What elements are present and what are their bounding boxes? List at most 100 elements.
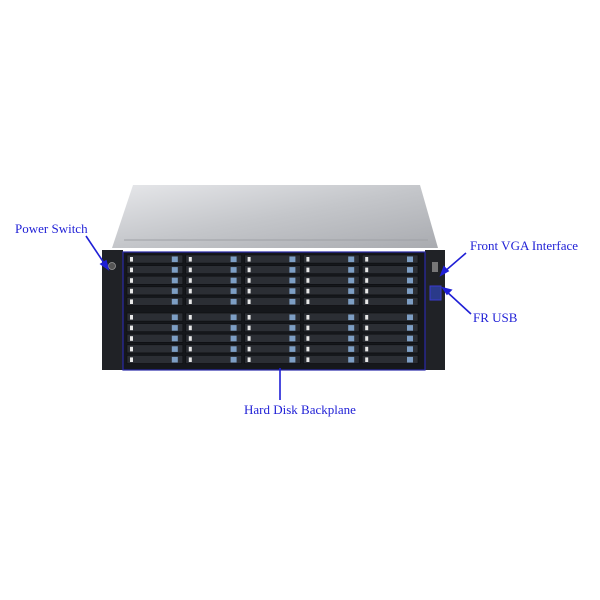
drive-tray [303, 297, 360, 306]
usb-ports[interactable] [429, 285, 442, 301]
drive-latch-icon [230, 314, 237, 321]
drive-latch-icon [230, 335, 237, 342]
drive-bay[interactable] [185, 286, 242, 296]
drive-label-icon [306, 299, 310, 304]
drive-label-icon [130, 357, 133, 362]
drive-bay[interactable] [126, 297, 184, 306]
drive-bay[interactable] [244, 286, 301, 296]
drive-bay[interactable] [126, 344, 184, 354]
drive-latch-icon [348, 356, 355, 363]
drive-tray [185, 355, 242, 364]
drive-bay[interactable] [361, 333, 419, 343]
drive-bay[interactable] [303, 312, 360, 322]
drive-bay[interactable] [303, 355, 360, 364]
drive-latch-icon [171, 356, 178, 363]
drive-latch-icon [171, 335, 178, 342]
drive-bay[interactable] [361, 265, 419, 275]
drive-latch-icon [171, 256, 178, 263]
drive-bay[interactable] [185, 312, 242, 322]
drive-bay[interactable] [303, 286, 360, 296]
drive-bay[interactable] [185, 323, 242, 333]
drive-tray [303, 254, 360, 264]
drive-bay[interactable] [244, 344, 301, 354]
power-button[interactable] [108, 262, 116, 270]
drive-label-icon [188, 346, 192, 352]
drive-label-icon [365, 357, 369, 362]
drive-label-icon [130, 288, 133, 294]
drive-tray [303, 265, 360, 275]
drive-latch-icon [407, 314, 413, 321]
drive-label-icon [247, 336, 251, 341]
drive-bay[interactable] [244, 312, 301, 322]
front-vga-label: Front VGA Interface [470, 238, 579, 253]
drive-bay[interactable] [244, 333, 301, 343]
drive-latch-icon [230, 346, 237, 352]
power-switch-pointer [85, 235, 107, 267]
drive-bay[interactable] [126, 312, 184, 322]
drive-label-icon [188, 325, 192, 331]
drive-label-icon [306, 336, 310, 341]
drive-bay[interactable] [126, 254, 184, 264]
drive-latch-icon [171, 277, 178, 284]
drive-bay[interactable] [303, 275, 360, 285]
drive-label-icon [306, 257, 310, 262]
drive-bay[interactable] [303, 333, 360, 343]
drive-label-icon [247, 257, 251, 262]
drive-bay[interactable] [361, 344, 419, 354]
drive-latch-icon [348, 288, 355, 294]
drive-label-icon [188, 257, 192, 262]
drive-bay[interactable] [126, 355, 184, 364]
drive-latch-icon [289, 267, 296, 273]
drive-bay[interactable] [361, 355, 419, 364]
drive-latch-icon [171, 314, 178, 321]
drive-bay[interactable] [126, 286, 184, 296]
drive-bay[interactable] [361, 312, 419, 322]
drive-tray [303, 344, 360, 354]
drive-label-icon [306, 315, 310, 320]
drive-bay[interactable] [126, 333, 184, 343]
drive-bay[interactable] [244, 323, 301, 333]
drive-tray [303, 312, 360, 322]
drive-bay[interactable] [185, 275, 242, 285]
drive-bay[interactable] [185, 254, 242, 264]
drive-tray [361, 297, 419, 306]
drive-label-icon [365, 278, 369, 283]
drive-bay[interactable] [303, 297, 360, 306]
drive-label-icon [306, 325, 310, 331]
drive-bay[interactable] [361, 275, 419, 285]
drive-label-icon [130, 299, 133, 304]
drive-label-icon [365, 325, 369, 331]
drive-bay[interactable] [361, 323, 419, 333]
drive-tray [244, 344, 301, 354]
drive-bay[interactable] [244, 254, 301, 264]
drive-bay[interactable] [303, 254, 360, 264]
drive-latch-icon [407, 267, 413, 273]
drive-bay[interactable] [244, 355, 301, 364]
drive-tray [361, 333, 419, 343]
drive-tray [126, 355, 184, 364]
drive-bay[interactable] [185, 297, 242, 306]
drive-bay[interactable] [185, 265, 242, 275]
drive-bay[interactable] [361, 286, 419, 296]
drive-bay[interactable] [361, 297, 419, 306]
arrowhead-icon [439, 265, 450, 277]
drive-tray [244, 323, 301, 333]
drive-bay[interactable] [244, 297, 301, 306]
drive-bay[interactable] [361, 254, 419, 264]
drive-bay[interactable] [185, 344, 242, 354]
drive-bay[interactable] [185, 333, 242, 343]
front-vga-port[interactable] [432, 262, 438, 272]
drive-bay[interactable] [303, 265, 360, 275]
drive-bay[interactable] [244, 265, 301, 275]
drive-latch-icon [407, 277, 413, 284]
power-switch-label: Power Switch [15, 221, 88, 236]
drive-bay[interactable] [185, 355, 242, 364]
drive-bay[interactable] [126, 265, 184, 275]
drive-bay[interactable] [303, 323, 360, 333]
drive-bay[interactable] [126, 323, 184, 333]
right-ear [425, 250, 445, 370]
drive-bay[interactable] [303, 344, 360, 354]
drive-bay[interactable] [244, 275, 301, 285]
drive-label-icon [306, 278, 310, 283]
drive-bay[interactable] [126, 275, 184, 285]
